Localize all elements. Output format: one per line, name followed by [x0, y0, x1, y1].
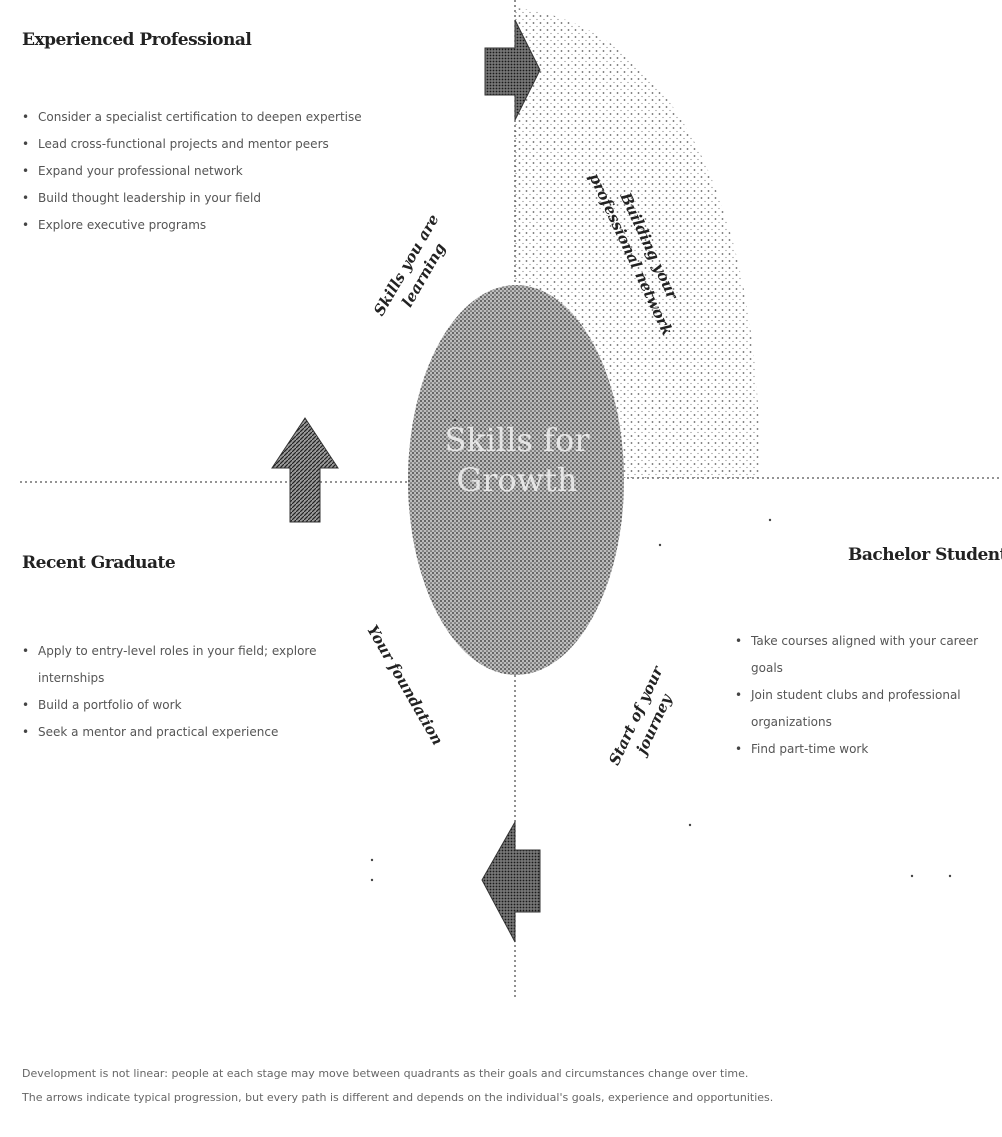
- list-item: Lead cross-functional projects and mento…: [22, 131, 382, 158]
- list-item: Take courses aligned with your career go…: [735, 628, 995, 682]
- arrow-left-icon: [481, 820, 541, 943]
- list-item: Build thought leadership in your field: [22, 185, 382, 212]
- top-left-bullets: Consider a specialist certification to d…: [22, 104, 382, 239]
- decorative-dots: [370, 418, 952, 882]
- list-item: Explore executive programs: [22, 212, 382, 239]
- footer-notes: Development is not linear: people at eac…: [22, 1062, 982, 1110]
- bottom-left-bullets: Apply to entry-level roles in your field…: [22, 638, 372, 746]
- list-item: Apply to entry-level roles in your field…: [22, 638, 372, 692]
- list-item: Join student clubs and professional orga…: [735, 682, 995, 736]
- bottom-right-bullets: Take courses aligned with your career go…: [735, 628, 995, 763]
- center-title: Skills for Growth: [444, 421, 590, 499]
- arrow-up-icon: [271, 417, 339, 523]
- list-item: Expand your professional network: [22, 158, 382, 185]
- footer-line: The arrows indicate typical progression,…: [22, 1091, 774, 1104]
- bottom-right-heading: Bachelor Student: [848, 545, 1002, 565]
- bottom-left-heading: Recent Graduate: [22, 553, 176, 573]
- list-item: Build a portfolio of work: [22, 692, 372, 719]
- list-item: Seek a mentor and practical experience: [22, 719, 372, 746]
- top-left-heading: Experienced Professional: [22, 30, 252, 50]
- arrow-right-icon: [484, 19, 541, 121]
- footer-line: Development is not linear: people at eac…: [22, 1067, 749, 1080]
- center-oval: [408, 285, 624, 675]
- list-item: Find part-time work: [735, 736, 995, 763]
- list-item: Consider a specialist certification to d…: [22, 104, 382, 131]
